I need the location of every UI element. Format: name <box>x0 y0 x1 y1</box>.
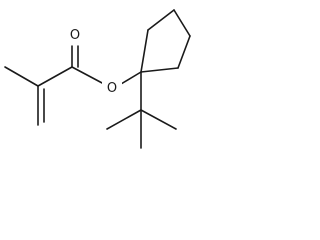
ring-bond-1 <box>140 29 149 73</box>
ring-bond-4 <box>177 35 191 69</box>
ester-oxygen-label: O <box>107 81 117 96</box>
carbonyl-ester-oxygen-bond <box>71 66 105 85</box>
tert-butyl-methyl-left <box>106 109 142 130</box>
methyl-bond <box>4 66 39 87</box>
ring-bond-3 <box>173 9 191 37</box>
ring-bond-5 <box>140 67 179 73</box>
carbonyl-oxygen-label: O <box>70 28 80 43</box>
chemical-structure: O O <box>4 9 191 149</box>
tert-butyl-methyl-right <box>140 109 177 130</box>
ester-oxygen-ring-bond <box>120 71 142 85</box>
ring-bond-2 <box>147 9 175 31</box>
alpha-carbon-carbonyl-bond <box>37 66 73 87</box>
